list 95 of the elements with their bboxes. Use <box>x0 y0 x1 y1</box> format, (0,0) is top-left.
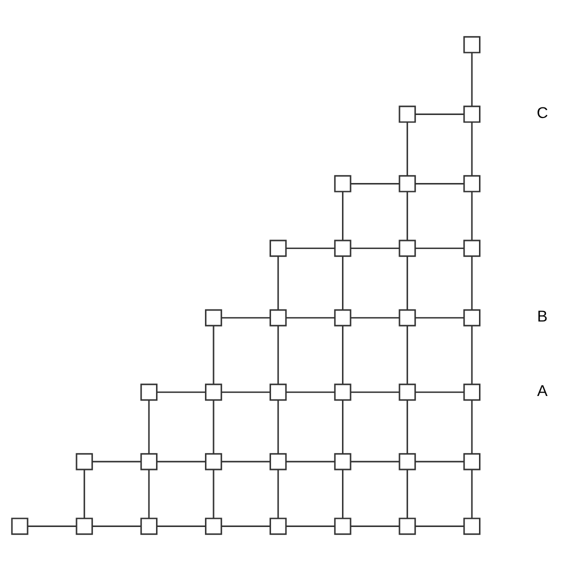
connector <box>92 525 141 526</box>
node-box <box>76 452 93 470</box>
node-box <box>140 452 158 470</box>
node-box <box>204 308 222 326</box>
connector <box>415 113 464 114</box>
connector <box>157 525 206 526</box>
connector <box>415 390 464 392</box>
connector <box>471 469 473 518</box>
label: A <box>537 382 548 400</box>
connector <box>212 325 214 384</box>
connector <box>415 247 464 249</box>
connector <box>350 316 400 318</box>
node-box <box>270 517 287 534</box>
node-box <box>398 105 416 122</box>
connector <box>286 247 335 249</box>
connector <box>286 316 335 318</box>
node-box <box>11 517 28 534</box>
node-box <box>398 174 416 192</box>
label: B <box>537 308 548 326</box>
connector <box>415 460 464 462</box>
connector <box>212 469 214 518</box>
node-box <box>398 308 416 326</box>
node-box <box>463 239 480 256</box>
connector <box>286 460 335 462</box>
node-box <box>334 308 352 326</box>
connector <box>286 390 335 392</box>
connector <box>342 325 344 384</box>
connector <box>222 460 270 462</box>
node-box <box>334 517 352 534</box>
node-box <box>463 174 480 192</box>
connector <box>471 191 473 240</box>
connector <box>222 390 270 392</box>
connector <box>415 316 464 318</box>
node-box <box>270 383 287 400</box>
node-box <box>463 105 480 122</box>
node-box <box>140 383 158 400</box>
connector <box>406 400 408 454</box>
node-box <box>463 452 480 470</box>
connector <box>350 182 400 184</box>
connector <box>350 390 400 392</box>
connector <box>222 525 270 526</box>
node-box <box>398 239 416 256</box>
node-box <box>270 308 287 326</box>
connector <box>148 469 150 518</box>
connector <box>92 460 141 462</box>
connector <box>350 247 400 249</box>
node-box <box>204 452 222 470</box>
connector <box>415 525 464 526</box>
connector <box>148 400 150 454</box>
connector <box>350 525 400 526</box>
connector <box>28 525 76 526</box>
node-box <box>398 517 416 534</box>
connector <box>471 325 473 384</box>
node-box <box>270 452 287 470</box>
connector <box>406 325 408 384</box>
node-box <box>334 452 352 470</box>
connector <box>350 460 400 462</box>
connector <box>342 400 344 454</box>
node-box <box>463 36 480 53</box>
connector <box>342 191 344 240</box>
connector <box>342 256 344 310</box>
connector <box>471 122 473 176</box>
connector <box>406 256 408 310</box>
connector <box>277 325 279 384</box>
node-box <box>463 517 480 534</box>
node-box <box>334 383 352 400</box>
connector <box>157 460 206 462</box>
connector <box>471 52 473 106</box>
connector <box>415 182 464 184</box>
connector <box>406 469 408 518</box>
node-box <box>463 383 480 400</box>
node-box <box>140 517 158 534</box>
connector <box>277 256 279 310</box>
connector <box>277 400 279 454</box>
node-box <box>334 239 352 256</box>
connector <box>157 390 206 392</box>
node-box <box>76 517 93 534</box>
connector <box>212 400 214 454</box>
connector <box>342 469 344 518</box>
node-box <box>463 308 480 326</box>
node-box <box>334 174 352 192</box>
node-box <box>270 239 287 256</box>
connector <box>406 191 408 240</box>
node-box <box>204 383 222 400</box>
connector <box>277 469 279 518</box>
node-box <box>204 517 222 534</box>
connector <box>84 469 86 518</box>
connector <box>222 316 270 318</box>
connector <box>471 256 473 310</box>
node-box <box>398 452 416 470</box>
connector <box>286 525 335 526</box>
label: C <box>536 104 548 122</box>
connector <box>471 400 473 454</box>
node-box <box>398 383 416 400</box>
connector <box>406 122 408 176</box>
